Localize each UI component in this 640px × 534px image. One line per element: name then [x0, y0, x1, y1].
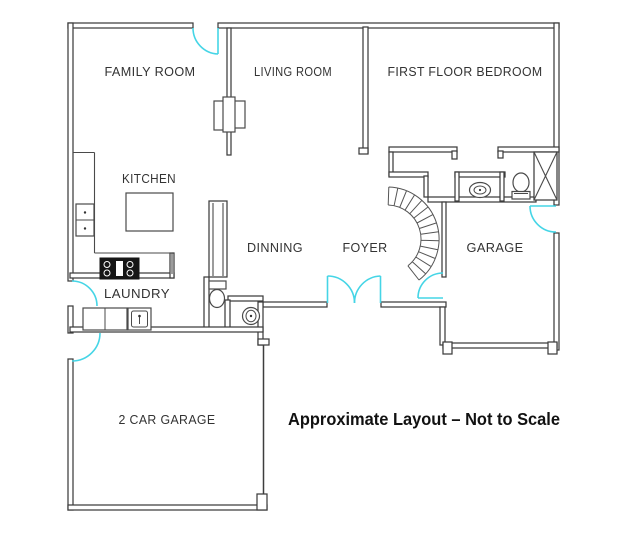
- wall-top-right: [217, 22, 560, 29]
- wall-bedroom-bottom-1: [388, 146, 458, 153]
- foyer-garage-door: [417, 272, 444, 299]
- wall-stair-hall-h1: [388, 171, 429, 178]
- garage-service-door: [529, 205, 557, 233]
- wall-garage-bottom: [442, 342, 558, 349]
- wall-sinkroom-top: [454, 171, 506, 178]
- wall-left-upper: [67, 22, 74, 282]
- laundry-sink-icon: [127, 307, 152, 331]
- label-living-room: LIVING ROOM: [254, 64, 332, 79]
- wall-left-mid: [67, 305, 74, 334]
- wall-sink-toilet-divider: [499, 171, 505, 202]
- powder-toilet-icon: [208, 280, 227, 309]
- wall-stair-right: [441, 201, 447, 278]
- wall-right-lower: [553, 232, 560, 351]
- kitchen-island: [125, 192, 174, 232]
- caption-not-to-scale: Approximate Layout – Not to Scale: [288, 409, 560, 429]
- wall-foot: [358, 147, 369, 155]
- wall-powder-left: [203, 276, 210, 331]
- label-kitchen: KITCHEN: [122, 171, 176, 186]
- label-garage: GARAGE: [467, 240, 524, 255]
- laundry-entry-door: [71, 280, 98, 307]
- wall-garage-post-left: [442, 341, 453, 355]
- wall-powder-partition: [224, 299, 231, 331]
- wall-right-upper: [553, 22, 560, 206]
- wall-family-living-divider: [226, 27, 232, 156]
- wall-foyer-bottom-left: [262, 301, 328, 308]
- wall-corridor-bottom: [69, 326, 264, 333]
- label-bedroom: FIRST FLOOR BEDROOM: [388, 64, 543, 79]
- wall-top-left: [67, 22, 194, 29]
- bath-toilet-icon: [511, 172, 531, 200]
- wall-bottom-2car: [67, 504, 268, 511]
- refrigerator-icon: [75, 203, 95, 237]
- exterior-walls: [67, 22, 560, 511]
- wall-cap: [497, 150, 504, 159]
- powder-sink-icon: [241, 306, 261, 326]
- pantry-chase: [208, 200, 228, 278]
- fireplace-icon: [213, 96, 246, 133]
- wall-left-lower: [67, 358, 74, 511]
- 2car-garage-door: [71, 332, 101, 362]
- label-2car-garage: 2 CAR GARAGE: [119, 412, 216, 427]
- stove-icon: [99, 257, 140, 280]
- wall-sinkroom-left: [454, 171, 460, 202]
- wall-dining-bottom: [227, 295, 264, 302]
- wall-garage-left: [439, 306, 446, 346]
- spiral-stairs: [387, 186, 440, 281]
- label-dining: DINNING: [247, 240, 303, 255]
- wall-bedroom-bottom-2: [497, 146, 560, 153]
- family-room-door: [192, 27, 219, 55]
- interior-walls: [69, 26, 560, 511]
- bath-sink-icon: [468, 181, 492, 199]
- x-closet-icon: [533, 151, 558, 201]
- wall-foyer-bottom-right: [380, 301, 447, 308]
- front-entry-double-door: [326, 275, 382, 304]
- wall-living-bedroom-divider: [362, 26, 369, 154]
- wall-foot: [257, 338, 270, 346]
- label-laundry: LAUNDRY: [104, 286, 170, 301]
- wall-cap: [451, 150, 458, 160]
- wall-stair-hall-v2: [423, 175, 429, 198]
- label-foyer: FOYER: [343, 240, 388, 255]
- wall-garage-post-right: [547, 341, 558, 355]
- wall-2car-corner-block: [256, 493, 268, 511]
- washer-dryer-icon: [82, 307, 128, 331]
- label-family-room: FAMILY ROOM: [105, 64, 196, 79]
- doors: [71, 27, 557, 362]
